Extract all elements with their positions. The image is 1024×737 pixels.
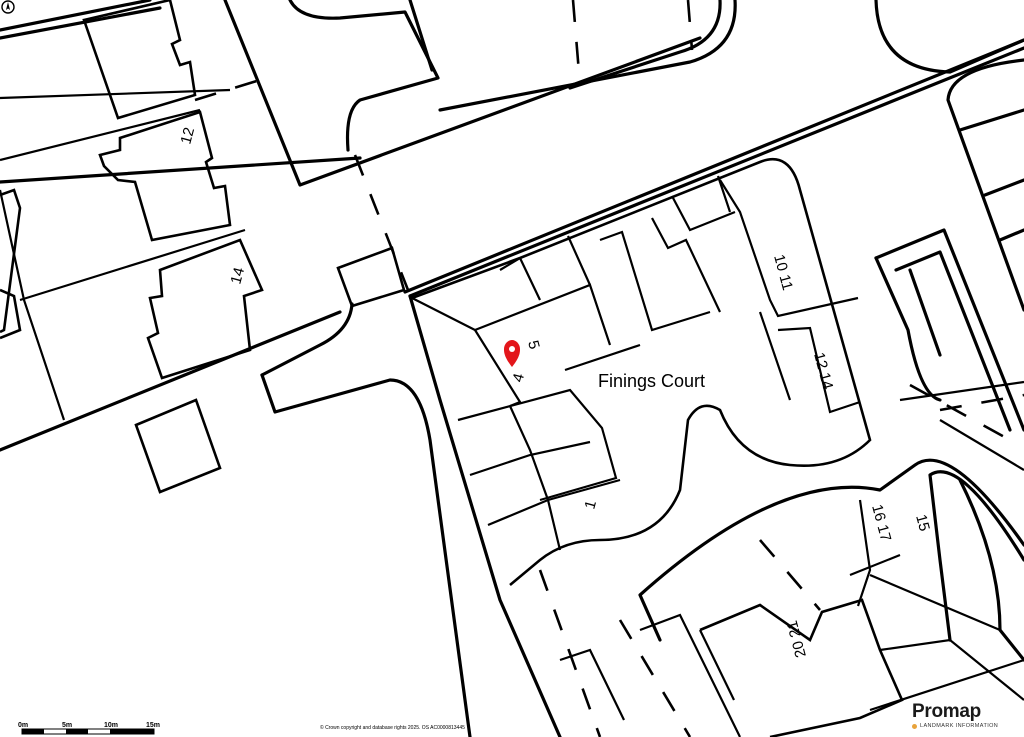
promap-logo: Promap LANDMARK INFORMATION [912, 702, 1022, 730]
brand-tagline: LANDMARK INFORMATION [920, 723, 999, 729]
scale-tick-label: 0m [18, 722, 28, 729]
brand-dot-icon [912, 723, 917, 729]
house-number-label: 12 [177, 126, 198, 147]
scale-tick-label: 10m [104, 722, 118, 729]
house-number-label: 15 [912, 513, 933, 534]
copyright-notice: © Crown copyright and database rights 20… [320, 725, 465, 731]
house-number-label: 5 [524, 339, 543, 351]
scale-tick-label: 15m [146, 722, 160, 729]
house-numbers: 12 14 4 5 10 11 12 14 1 16 17 15 20 21 [177, 126, 932, 660]
house-number-label: 4 [509, 372, 528, 384]
brand-tagline-row: LANDMARK INFORMATION [912, 722, 1022, 730]
location-pin-icon[interactable] [504, 340, 520, 367]
parcels-right [559, 380, 1024, 737]
house-number-label: 20 21 [784, 619, 810, 660]
north-arrow-icon [1, 0, 15, 14]
house-number-label: 12 14 [810, 351, 836, 392]
finings-court-terrace [411, 157, 872, 586]
place-name-label: Finings Court [598, 371, 705, 391]
scale-bar: 0m 5m 10m 15m [18, 722, 160, 735]
scale-tick-label: 5m [62, 722, 72, 729]
house-number-label: 1 [581, 499, 600, 511]
brand-name: Promap [912, 701, 981, 722]
parcels-left [0, 0, 406, 494]
house-number-label: 14 [227, 266, 248, 287]
house-number-label: 10 11 [770, 253, 796, 293]
house-number-label: 16 17 [868, 503, 894, 544]
dashed-boundaries [194, 0, 1024, 737]
